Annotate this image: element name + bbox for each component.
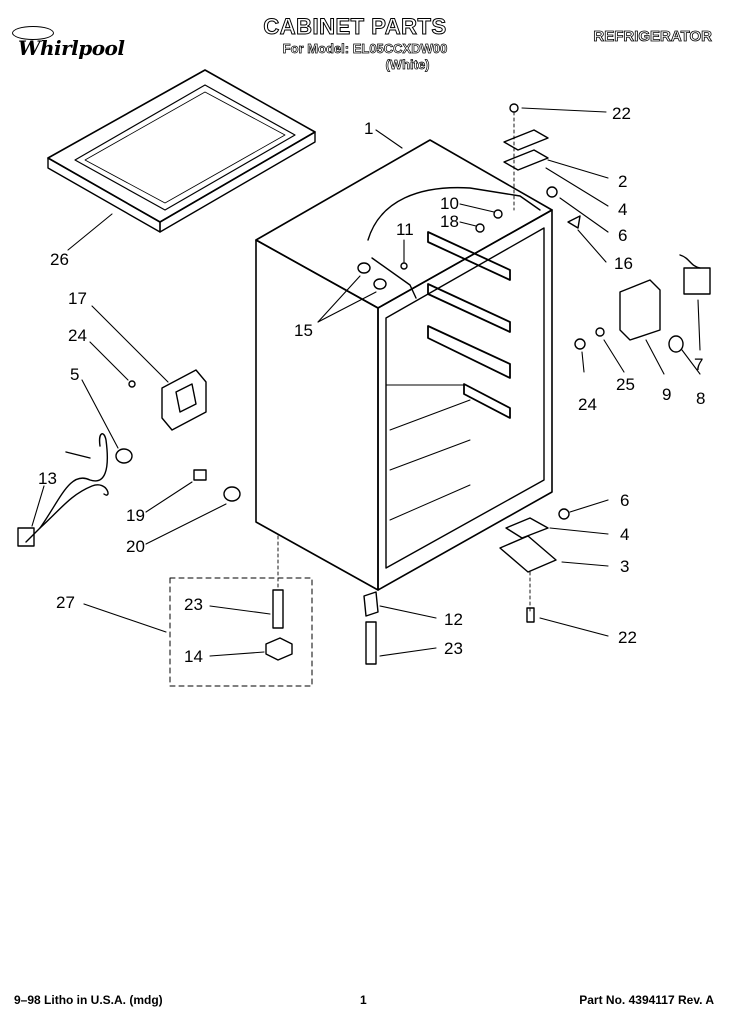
callout-4a: 4 (618, 200, 627, 219)
callout-25: 25 (616, 375, 635, 394)
callout-8: 8 (696, 389, 705, 408)
footer-print-info: 9–98 Litho in U.S.A. (mdg) (14, 993, 163, 1007)
footer-page-number: 1 (360, 993, 367, 1007)
callout-15: 15 (294, 321, 313, 340)
part-control-and-cord (17, 369, 207, 547)
callout-3: 3 (620, 557, 629, 576)
callout-13: 13 (38, 469, 57, 488)
part-leveling-kit (265, 535, 379, 665)
callout-16: 16 (614, 254, 633, 273)
brand-logo: Whirlpool (12, 24, 142, 68)
cabinet-shelf-rails (427, 231, 511, 419)
callout-9: 9 (662, 385, 671, 404)
part-small-fasteners (357, 209, 503, 290)
footer-part-number: Part No. 4394117 Rev. A (579, 993, 714, 1007)
callout-18: 18 (440, 212, 459, 231)
callout-23b: 23 (444, 639, 463, 658)
callout-22a: 22 (612, 104, 631, 123)
brand-name: Whirlpool (18, 36, 125, 60)
part-light-assembly (574, 254, 711, 353)
leveling-kit-outline (169, 577, 313, 687)
model-color: (White) (385, 57, 430, 73)
part-bottom-hinge (499, 508, 570, 623)
leader-arrows (31, 107, 701, 657)
callout-24a: 24 (68, 326, 87, 345)
callout-11: 11 (396, 220, 414, 239)
logo-emblem (12, 26, 54, 40)
callout-19: 19 (126, 506, 145, 525)
callout-4b: 4 (620, 525, 629, 544)
part-top-hinge (503, 103, 581, 229)
callout-6a: 6 (618, 226, 627, 245)
callout-10: 10 (440, 194, 459, 213)
callout-1: 1 (364, 119, 373, 138)
callout-2: 2 (618, 172, 627, 191)
part-cabinet (255, 139, 553, 591)
callout-26: 26 (50, 250, 69, 269)
callout-12: 12 (444, 610, 463, 629)
callout-27: 27 (56, 593, 75, 612)
callout-14: 14 (184, 647, 203, 666)
callout-7: 7 (694, 355, 703, 374)
part-screws-mid (193, 469, 241, 502)
appliance-type: REFRIGERATOR (593, 28, 712, 46)
model-number: For Model: EL05CCXDW00 (282, 41, 448, 57)
callout-5: 5 (70, 365, 79, 384)
callout-labels: 1 2 3 4 4 5 6 6 7 8 9 10 11 12 13 14 15 … (38, 104, 705, 666)
part-top-panel (47, 69, 316, 233)
callout-22b: 22 (618, 628, 637, 647)
page-title: CABINET PARTS (263, 14, 447, 40)
callout-17: 17 (68, 289, 87, 308)
callout-6b: 6 (620, 491, 629, 510)
callout-24b: 24 (578, 395, 597, 414)
callout-23a: 23 (184, 595, 203, 614)
callout-20: 20 (126, 537, 145, 556)
